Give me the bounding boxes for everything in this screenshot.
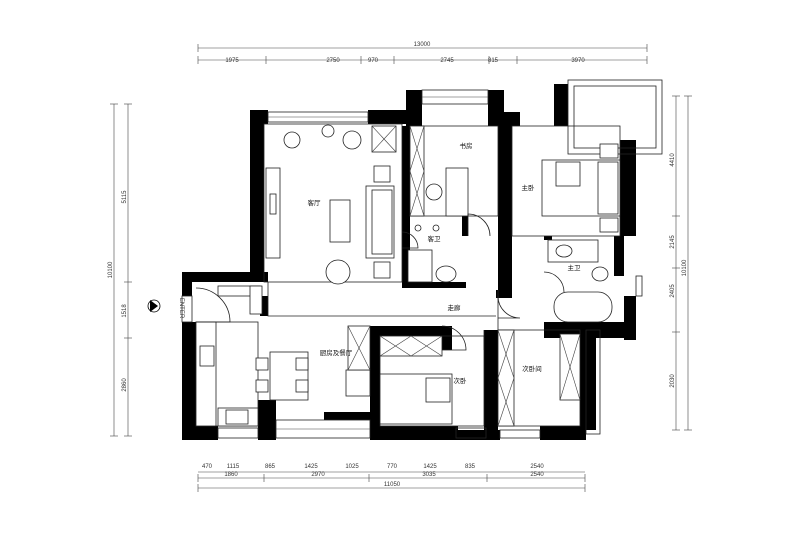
top-dimension-3: 970 (368, 58, 379, 64)
right-dimensions: 4410 2145 2405 2030 10100 (670, 95, 692, 431)
left-dimension-1: 5115 (122, 190, 128, 204)
right-dimension-4: 2030 (670, 374, 676, 388)
windows (181, 79, 663, 439)
room-label-guest-bath: 客卫 (428, 234, 442, 243)
entry-arrow-icon (150, 300, 158, 312)
top-dimension-1: 1975 (225, 58, 239, 64)
room-labels: 客厅 书房 主卧 客卫 主卫 走廊 厨房及餐厅 次卧 次卧间 (308, 141, 582, 385)
guest-bath-basin (435, 265, 457, 283)
living-armchair (325, 259, 351, 285)
doors (195, 213, 565, 351)
bottom-dimension-8: 835 (465, 464, 476, 470)
dining-cabinet (345, 369, 371, 397)
room-label-kitchen-dining: 厨房及餐厅 (320, 348, 353, 357)
furniture (195, 124, 621, 427)
top-dimension-2: 2750 (326, 58, 340, 64)
room-label-master-bedroom: 主卧 (522, 183, 536, 192)
bottom-subtotal-4: 2540 (530, 472, 544, 478)
left-dimension-2: 1518 (122, 304, 128, 318)
bottom-dimension-5: 1025 (345, 464, 359, 470)
lounge-chair (283, 131, 301, 149)
left-dimension-3: 2860 (122, 378, 128, 392)
study-desk (445, 167, 469, 217)
room-label-secondary-room: 次卧间 (522, 364, 542, 373)
bathtub (553, 291, 613, 323)
bottom-dimension-2: 1115 (227, 464, 240, 470)
right-dimension-2: 2145 (670, 235, 676, 249)
bottom-subtotal-2: 2970 (311, 472, 325, 478)
top-dimension-5: 815 (488, 58, 499, 64)
bottom-dimension-9: 2540 (530, 464, 544, 470)
right-total-dimension: 10100 (682, 259, 688, 276)
kitchen-counter (195, 321, 217, 427)
entry-marker: ENTER (147, 298, 184, 319)
bottom-dimension-7: 1425 (423, 464, 437, 470)
study-chair (425, 183, 443, 201)
second-bedroom-wardrobe (379, 335, 443, 357)
master-bath-vanity (547, 239, 599, 263)
bottom-dimension-3: 865 (265, 464, 276, 470)
bottom-dimension-4: 1425 (304, 464, 318, 470)
top-dimension-4: 2745 (440, 58, 454, 64)
guest-bath-vanity (407, 249, 433, 283)
room-label-corridor: 走廊 (448, 303, 462, 312)
left-total-dimension: 10100 (108, 261, 114, 278)
round-stool (321, 124, 335, 138)
side-table-2 (373, 261, 391, 279)
top-total-dimension: 13000 (414, 42, 431, 48)
top-dimensions: 13000 1975 2750 970 2745 815 3970 (197, 42, 648, 64)
master-toilet (591, 266, 609, 282)
study-wardrobe (409, 125, 425, 217)
secondary-wardrobe (497, 329, 515, 427)
top-dimension-6: 3970 (571, 58, 585, 64)
side-table (373, 165, 391, 183)
bottom-subtotal-3: 3035 (422, 472, 436, 478)
bottom-dimensions: 470 1115 865 1425 1025 770 1425 835 2540… (197, 464, 586, 492)
room-label-master-bath: 主卫 (568, 263, 582, 272)
room-label-second-bedroom: 次卧 (454, 376, 468, 385)
bottom-total-dimension: 11050 (384, 482, 401, 488)
room-label-living: 客厅 (308, 198, 322, 207)
coffee-table (329, 199, 351, 243)
right-dimension-3: 2405 (670, 284, 676, 298)
bottom-subtotal-1: 1860 (224, 472, 238, 478)
walls (182, 84, 636, 440)
armchair (342, 130, 362, 150)
room-label-study: 书房 (460, 141, 473, 150)
left-dimensions: 10100 5115 1518 2860 (108, 103, 132, 437)
right-dimension-1: 4410 (670, 153, 676, 167)
bottom-dimension-1: 470 (202, 464, 213, 470)
entry-label: ENTER (178, 298, 184, 319)
bottom-dimension-6: 770 (387, 464, 398, 470)
